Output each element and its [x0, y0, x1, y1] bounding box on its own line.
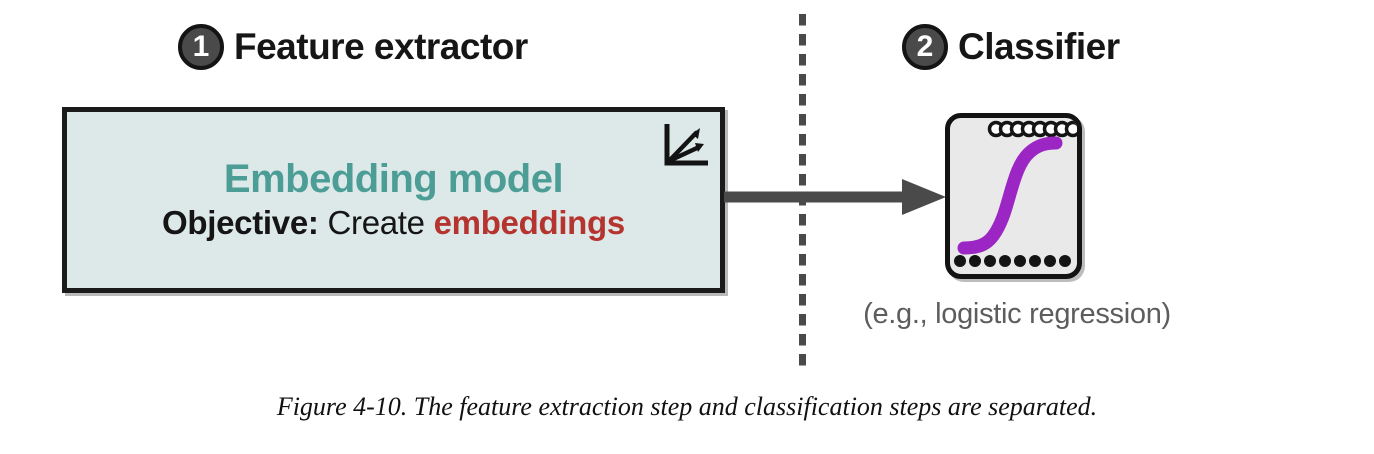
flow-arrow-right — [724, 179, 946, 215]
step-2-title: Classifier — [958, 26, 1120, 67]
objective-label: Objective: — [162, 204, 319, 242]
vector-axes-icon — [664, 124, 708, 166]
classifier-note: (e.g., logistic regression) — [863, 298, 1171, 330]
figure-caption: Figure 4-10. The feature extraction step… — [276, 392, 1098, 421]
step-1-heading: 1 Feature extractor — [178, 24, 528, 70]
objective-emphasis: embeddings — [433, 204, 626, 242]
embedding-model-box-content: Embedding model Objective: Create embedd… — [67, 156, 720, 242]
step-2-badge: 2 — [902, 24, 948, 70]
objective-text: Create — [327, 204, 425, 242]
step-2-heading: 2 Classifier — [902, 24, 1120, 70]
embedding-model-box: Embedding model Objective: Create embedd… — [62, 107, 725, 293]
bottom-dots-row — [954, 255, 1071, 267]
objective-line: Objective: Create embeddings — [81, 204, 706, 242]
embedding-model-title: Embedding model — [223, 156, 564, 201]
classifier-box — [945, 113, 1082, 279]
sigmoid-classifier-plot — [954, 120, 1077, 267]
step-1-badge: 1 — [178, 24, 224, 70]
top-dots-row — [987, 120, 1077, 138]
step-1-title: Feature extractor — [234, 26, 528, 67]
vertical-dashed-divider — [799, 14, 806, 366]
